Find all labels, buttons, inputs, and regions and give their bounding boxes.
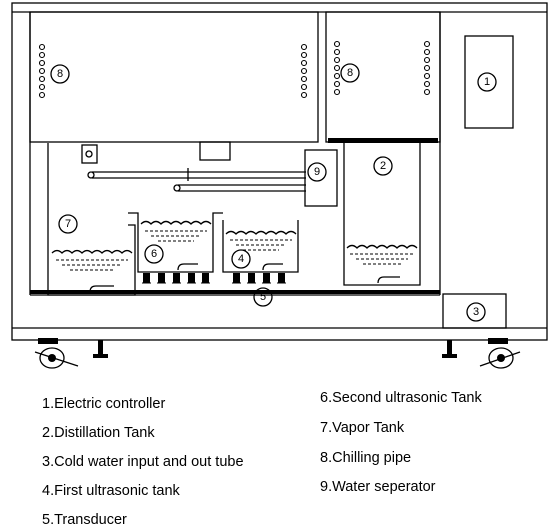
legend-item-9: 9.Water seperator <box>320 479 436 495</box>
vapor-pipe-connector <box>199 141 231 161</box>
first-ultrasonic-tank <box>222 220 299 273</box>
water-wave-distillation-tank <box>346 244 418 249</box>
chilling-pipe-right <box>325 11 441 143</box>
legend-item-6: 6.Second ultrasonic Tank <box>320 390 482 406</box>
callout-6: 6 <box>151 248 157 260</box>
callout-circle-9 <box>307 162 327 182</box>
legend-item-7: 7.Vapor Tank <box>320 420 405 436</box>
distillation-tank <box>343 143 421 286</box>
callout-7: 7 <box>65 218 71 230</box>
callout-9: 9 <box>314 166 320 178</box>
callout-4: 4 <box>238 253 244 265</box>
caster-wheel-right <box>488 347 514 369</box>
legend-item-2: 2.Distillation Tank <box>42 425 155 441</box>
callout-circle-1 <box>477 72 497 92</box>
second-ultrasonic-tank <box>128 212 223 273</box>
legend-item-4: 4.First ultrasonic tank <box>42 483 180 499</box>
chilling-pipe-left <box>29 11 319 143</box>
legend-item-8: 8.Chilling pipe <box>320 450 412 466</box>
callout-circle-2 <box>373 156 393 176</box>
callout-1: 1 <box>484 76 490 88</box>
callout-8-left: 8 <box>57 68 63 80</box>
callout-5: 5 <box>260 291 266 303</box>
callout-circle-7 <box>58 214 78 234</box>
callout-8-right: 8 <box>347 67 353 79</box>
callout-2: 2 <box>380 160 386 172</box>
callout-3: 3 <box>473 306 479 318</box>
vapor-tank <box>47 143 136 296</box>
cleaning-machine-diagram: 1 2 3 4 5 6 7 8 8 9 <box>11 2 548 369</box>
legend-item-3: 3.Cold water input and out tube <box>42 454 244 470</box>
caster-wheel-left <box>39 347 65 369</box>
callout-circle-6 <box>144 244 164 264</box>
heater-box <box>81 144 98 164</box>
callout-circle-8a <box>50 64 70 84</box>
water-wave-vapor-tank <box>51 249 133 254</box>
water-wave-first-tank <box>225 230 297 235</box>
machine-cabinet <box>11 2 548 341</box>
callout-circle-4 <box>231 249 251 269</box>
legend-item-1: 1.Electric controller <box>42 396 166 412</box>
callout-circle-3 <box>466 302 486 322</box>
water-wave-second-tank <box>140 220 212 225</box>
cold-water-tube <box>442 293 507 329</box>
electric-controller <box>464 35 514 129</box>
callout-circle-5 <box>253 287 273 307</box>
callout-circle-8b <box>340 63 360 83</box>
legend-item-5: 5.Transducer <box>42 512 127 528</box>
